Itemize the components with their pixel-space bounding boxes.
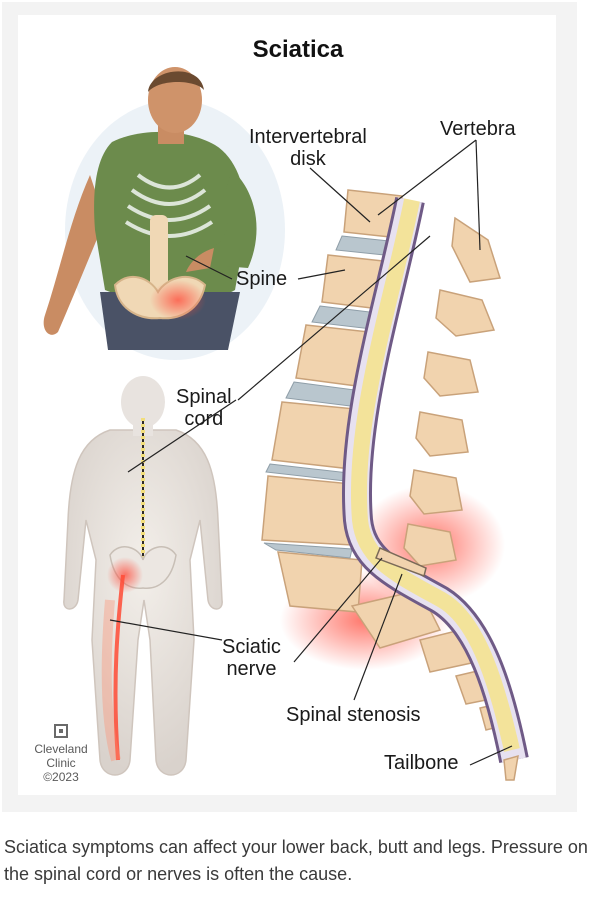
figure-caption: Sciatica symptoms can affect your lower …: [4, 837, 588, 884]
logo-copyright: ©2023: [43, 770, 79, 784]
logo-line-2: Clinic: [46, 756, 76, 770]
label-intervertebral-disk: Intervertebral disk: [249, 126, 367, 170]
label-tailbone: Tailbone: [384, 752, 459, 774]
logo-line-1: Cleveland: [34, 742, 88, 756]
cleveland-clinic-logo-icon: [54, 724, 68, 738]
label-spinal-cord: Spinal cord: [176, 386, 232, 430]
label-spinal-stenosis: Spinal stenosis: [286, 704, 421, 726]
cleveland-clinic-logo: Cleveland Clinic ©2023: [26, 724, 96, 784]
label-spine: Spine: [236, 268, 288, 290]
man-figure-icon: [43, 67, 285, 360]
back-figure-icon: [63, 376, 223, 776]
spine-section-icon: [261, 189, 529, 781]
figure-title: Sciatica: [252, 36, 344, 63]
label-sciatic-nerve: Sciatic nerve: [222, 636, 281, 680]
label-vertebra: Vertebra: [440, 118, 516, 140]
